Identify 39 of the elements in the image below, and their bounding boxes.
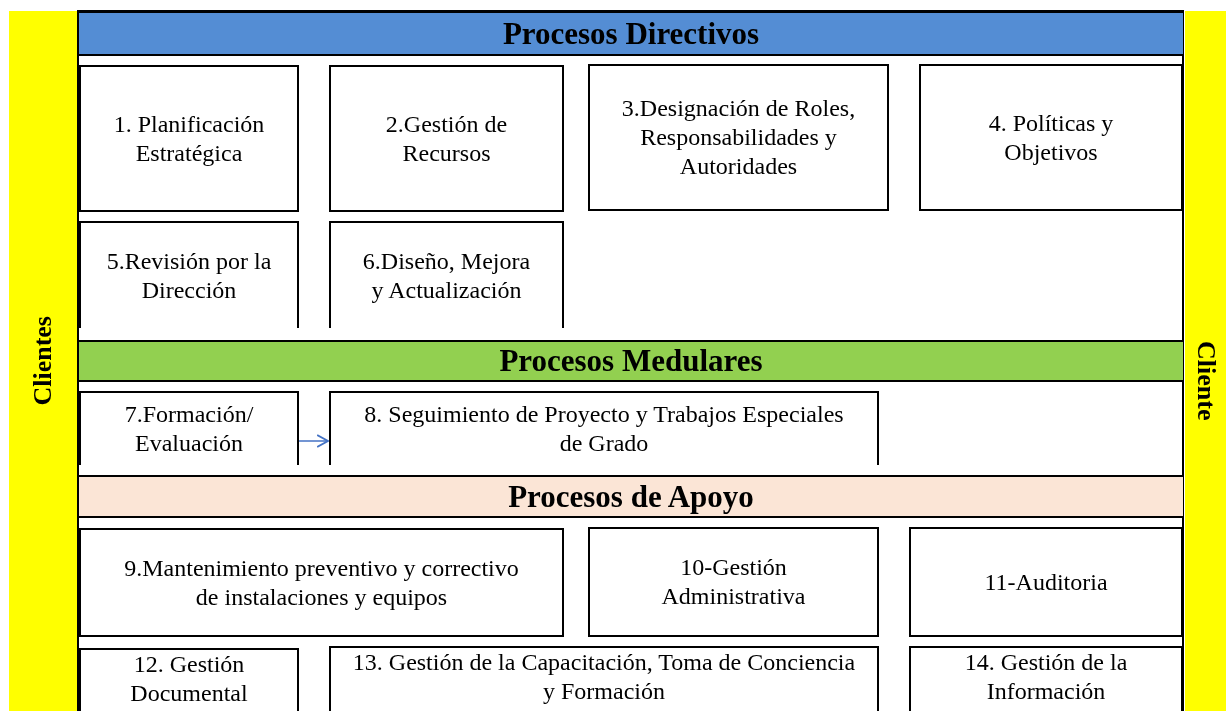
process-label: 9.Mantenimiento preventivo y correctivo de instalaciones y equipos [123, 553, 520, 612]
process-box [909, 527, 1183, 637]
process-label: 5.Revisión por la Dirección [105, 246, 273, 305]
process-box [79, 65, 299, 212]
process-label: 11-Auditoria [983, 567, 1109, 597]
section-header-bar [79, 340, 1183, 382]
process-box [79, 221, 299, 328]
process-label: 1. Planificación Estratégica [112, 109, 266, 168]
process-label: 12. Gestión Documental [129, 650, 249, 708]
process-box [329, 391, 879, 465]
process-box [79, 648, 299, 711]
process-box [909, 646, 1183, 711]
process-label: 13. Gestión de la Capacitación, Toma de Conciencia y Formación [351, 648, 857, 706]
section-title: Procesos de Apoyo [508, 478, 754, 515]
process-box [919, 64, 1183, 211]
process-label: 10-Gestión Administrativa [660, 553, 807, 611]
process-label: 8. Seguimiento de Proyecto y Trabajos Especiales de Grado [363, 400, 845, 458]
process-box [79, 528, 564, 637]
process-label: 2.Gestión de Recursos [384, 109, 509, 168]
process-label: 14. Gestión de la Información [963, 648, 1129, 706]
process-box [588, 64, 889, 211]
band-label: Cliente [1190, 341, 1221, 421]
band-label: Clientes [28, 316, 58, 406]
section-title: Procesos Medulares [499, 343, 763, 379]
process-label: 6.Diseño, Mejora y Actualización [361, 246, 532, 305]
process-label: 3.Designación de Roles, Responsabilidades y Autoridades [620, 94, 857, 181]
side-band [1185, 11, 1226, 711]
process-label: 4. Políticas y Objetivos [987, 108, 1115, 167]
side-band [9, 11, 77, 711]
process-box [79, 391, 299, 465]
process-box [329, 646, 879, 711]
process-label: 7.Formación/ Evaluación [123, 400, 255, 458]
section-title: Procesos Directivos [502, 15, 760, 52]
process-box [329, 221, 564, 328]
arrow [298, 434, 329, 448]
process-box [329, 65, 564, 212]
section-header-bar [79, 475, 1183, 518]
section-header-bar [79, 11, 1183, 56]
process-box [588, 527, 879, 637]
